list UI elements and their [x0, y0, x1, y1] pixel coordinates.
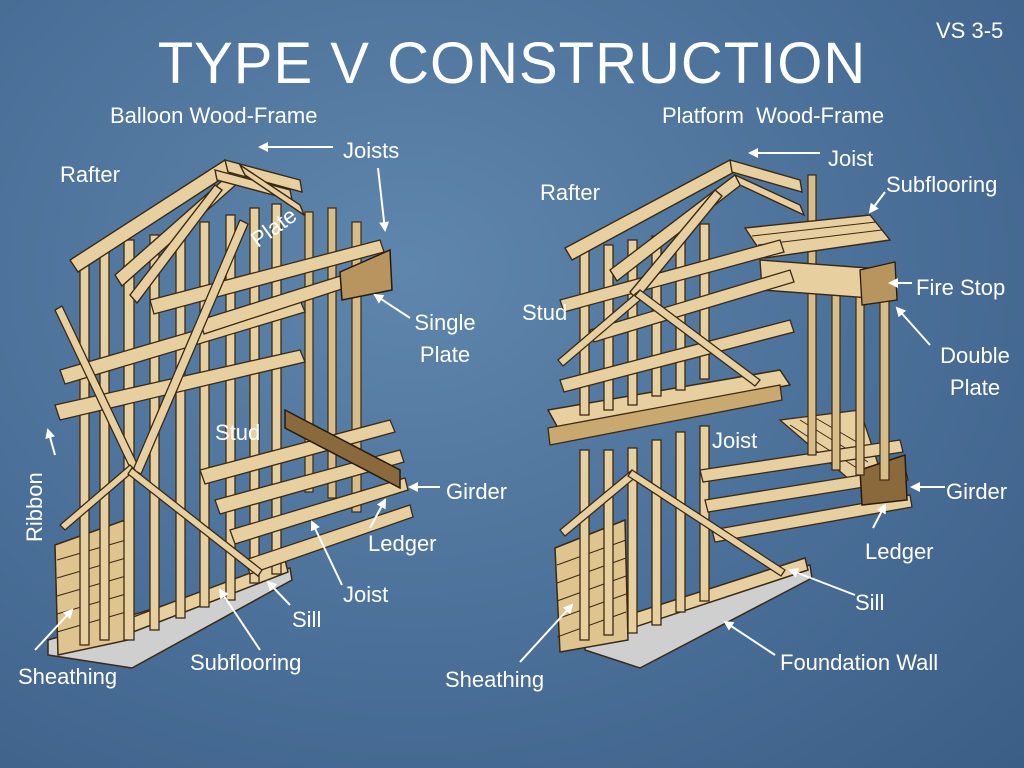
- balloon-label-rafter: Rafter: [60, 162, 120, 187]
- balloon-label-ledger: Ledger: [368, 531, 437, 556]
- balloon-heading: Balloon Wood-Frame: [110, 103, 318, 128]
- balloon-label-subflooring: Subflooring: [190, 650, 302, 675]
- balloon-label-sheathing: Sheathing: [18, 664, 118, 689]
- platform-heading: Platform Wood-Frame: [662, 103, 885, 128]
- balloon-label-sill: Sill: [292, 607, 322, 632]
- platform-label-sill: Sill: [855, 590, 885, 615]
- platform-sheathing: [554, 518, 629, 653]
- balloon-girder: [284, 408, 401, 490]
- platform-label-ledger: Ledger: [865, 539, 934, 564]
- balloon-label-ribbon: Ribbon: [22, 472, 47, 542]
- platform-label-sheathing: Sheathing: [445, 667, 545, 692]
- balloon-label-joist: Joist: [343, 582, 389, 607]
- platform-label-subflooring: Subflooring: [886, 172, 998, 197]
- platform-label-girder: Girder: [946, 479, 1008, 504]
- balloon-label-stud: Stud: [215, 420, 261, 445]
- balloon-sheathing: [54, 518, 129, 656]
- balloon-label-plate-2: Plate: [419, 342, 471, 367]
- platform-label-joist-mid: Joist: [712, 428, 758, 453]
- platform-label-rafter: Rafter: [540, 180, 600, 205]
- balloon-label-single: Single: [414, 310, 476, 335]
- platform-label-fire-stop: Fire Stop: [916, 275, 1006, 300]
- platform-label-double-plate: Double Plate: [930, 343, 1020, 401]
- balloon-frame-drawing: [47, 159, 414, 669]
- platform-pointer-arrows: [519, 148, 945, 663]
- slide-code: VS 3-5: [936, 18, 1004, 43]
- platform-label-plate: Plate: [949, 375, 1001, 400]
- balloon-pointer-arrows: [34, 142, 440, 651]
- slide-title: TYPE V CONSTRUCTION: [157, 31, 867, 96]
- platform-label-foundation-wall: Foundation Wall: [780, 650, 939, 675]
- balloon-single-plate: [339, 248, 393, 301]
- platform-label-double: Double: [940, 343, 1010, 368]
- platform-label-stud: Stud: [522, 300, 568, 325]
- platform-frame-drawing: [546, 159, 913, 669]
- balloon-label-girder: Girder: [446, 479, 508, 504]
- balloon-label-single-plate: Single Plate: [405, 310, 485, 368]
- platform-label-joist-top: Joist: [828, 146, 874, 171]
- balloon-label-joists: Joists: [343, 138, 400, 163]
